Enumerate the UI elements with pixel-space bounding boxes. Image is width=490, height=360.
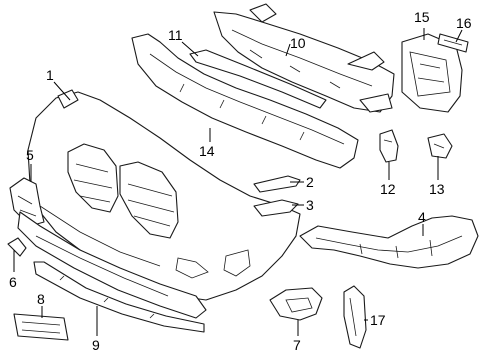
leader-10: [285, 43, 291, 57]
part-1-bumper-cover: [27, 89, 301, 301]
part-16-label: [437, 33, 469, 53]
part-10-absorber: [213, 3, 395, 113]
callout-16: 16: [456, 15, 472, 31]
leader-16: [455, 29, 463, 43]
callout-15: 15: [414, 9, 430, 25]
part-13-clip: [427, 133, 453, 159]
callout-2: 2: [306, 174, 314, 190]
part-17-reflector: [343, 285, 367, 349]
part-14-carrier: [131, 33, 359, 169]
callout-1: 1: [46, 67, 54, 83]
part-2-moulding: [253, 175, 301, 193]
callout-4: 4: [418, 209, 426, 225]
part-5-side-trim: [9, 177, 45, 227]
part-11-strip: [189, 49, 327, 109]
part-12-clip: [379, 129, 399, 163]
leader-1: [53, 81, 71, 101]
callout-7: 7: [293, 337, 301, 353]
part-4-side-support: [299, 215, 479, 269]
part-9-lower-trim: [33, 261, 205, 333]
callout-11: 11: [168, 27, 183, 43]
callout-12: 12: [380, 181, 396, 197]
part-6-clip: [7, 237, 27, 257]
callout-5: 5: [26, 147, 34, 163]
callout-17: 17: [370, 312, 386, 328]
callout-8: 8: [37, 291, 45, 307]
callout-10: 10: [290, 35, 306, 51]
part-15-bracket: [401, 33, 463, 113]
callout-6: 6: [9, 274, 17, 290]
leader-lines: [13, 28, 463, 336]
part-3-moulding: [253, 199, 299, 217]
callouts: 1 2 3 4 5 6 7 8 9 10 11 12 13 14 15 16 1…: [9, 9, 472, 353]
callout-14: 14: [199, 143, 215, 159]
leader-11: [181, 41, 199, 57]
lower-spoiler: [17, 211, 207, 319]
part-8-plate-base: [13, 313, 69, 341]
callout-9: 9: [92, 337, 100, 353]
callout-3: 3: [306, 197, 314, 213]
part-7-fog-trim: [269, 287, 323, 321]
callout-13: 13: [429, 181, 445, 197]
